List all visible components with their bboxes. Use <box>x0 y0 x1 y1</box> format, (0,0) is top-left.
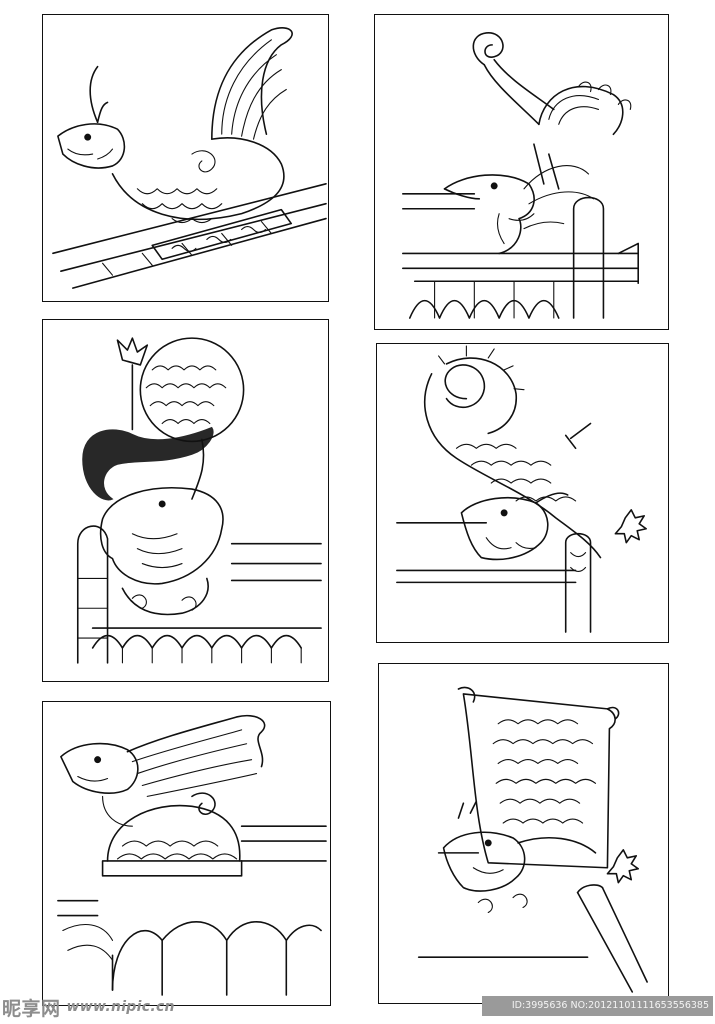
dragon-curled-tail-drawing <box>402 32 639 319</box>
dragon-scaled-disc-drawing <box>76 337 322 664</box>
illustration-panel-dragon-curled-tail <box>374 14 669 330</box>
watermark-url: www.nipic.cn <box>66 999 175 1015</box>
watermark-brand-text: 昵享网 <box>2 997 61 1020</box>
watermark-brand: 昵享网 www.nipic.cn <box>2 990 302 1024</box>
illustration-panel-dragon-tile-roof <box>42 701 331 1006</box>
illustration-panel-dragon-fish <box>42 14 329 302</box>
illustration-panel-dragon-scaled-disc <box>42 319 329 682</box>
illustration-panel-spiral-crest-dragon <box>376 343 669 643</box>
dragon-tile-roof-drawing <box>57 714 327 996</box>
dragon-fish-drawing <box>52 27 327 289</box>
scaled-block-dragon-drawing <box>417 686 648 993</box>
illustration-panel-scaled-block-dragon <box>378 663 669 1004</box>
watermark-id-line: ID:3995636 NO:20121101111653556385 <box>482 996 713 1016</box>
spiral-crest-dragon-drawing <box>396 345 647 633</box>
